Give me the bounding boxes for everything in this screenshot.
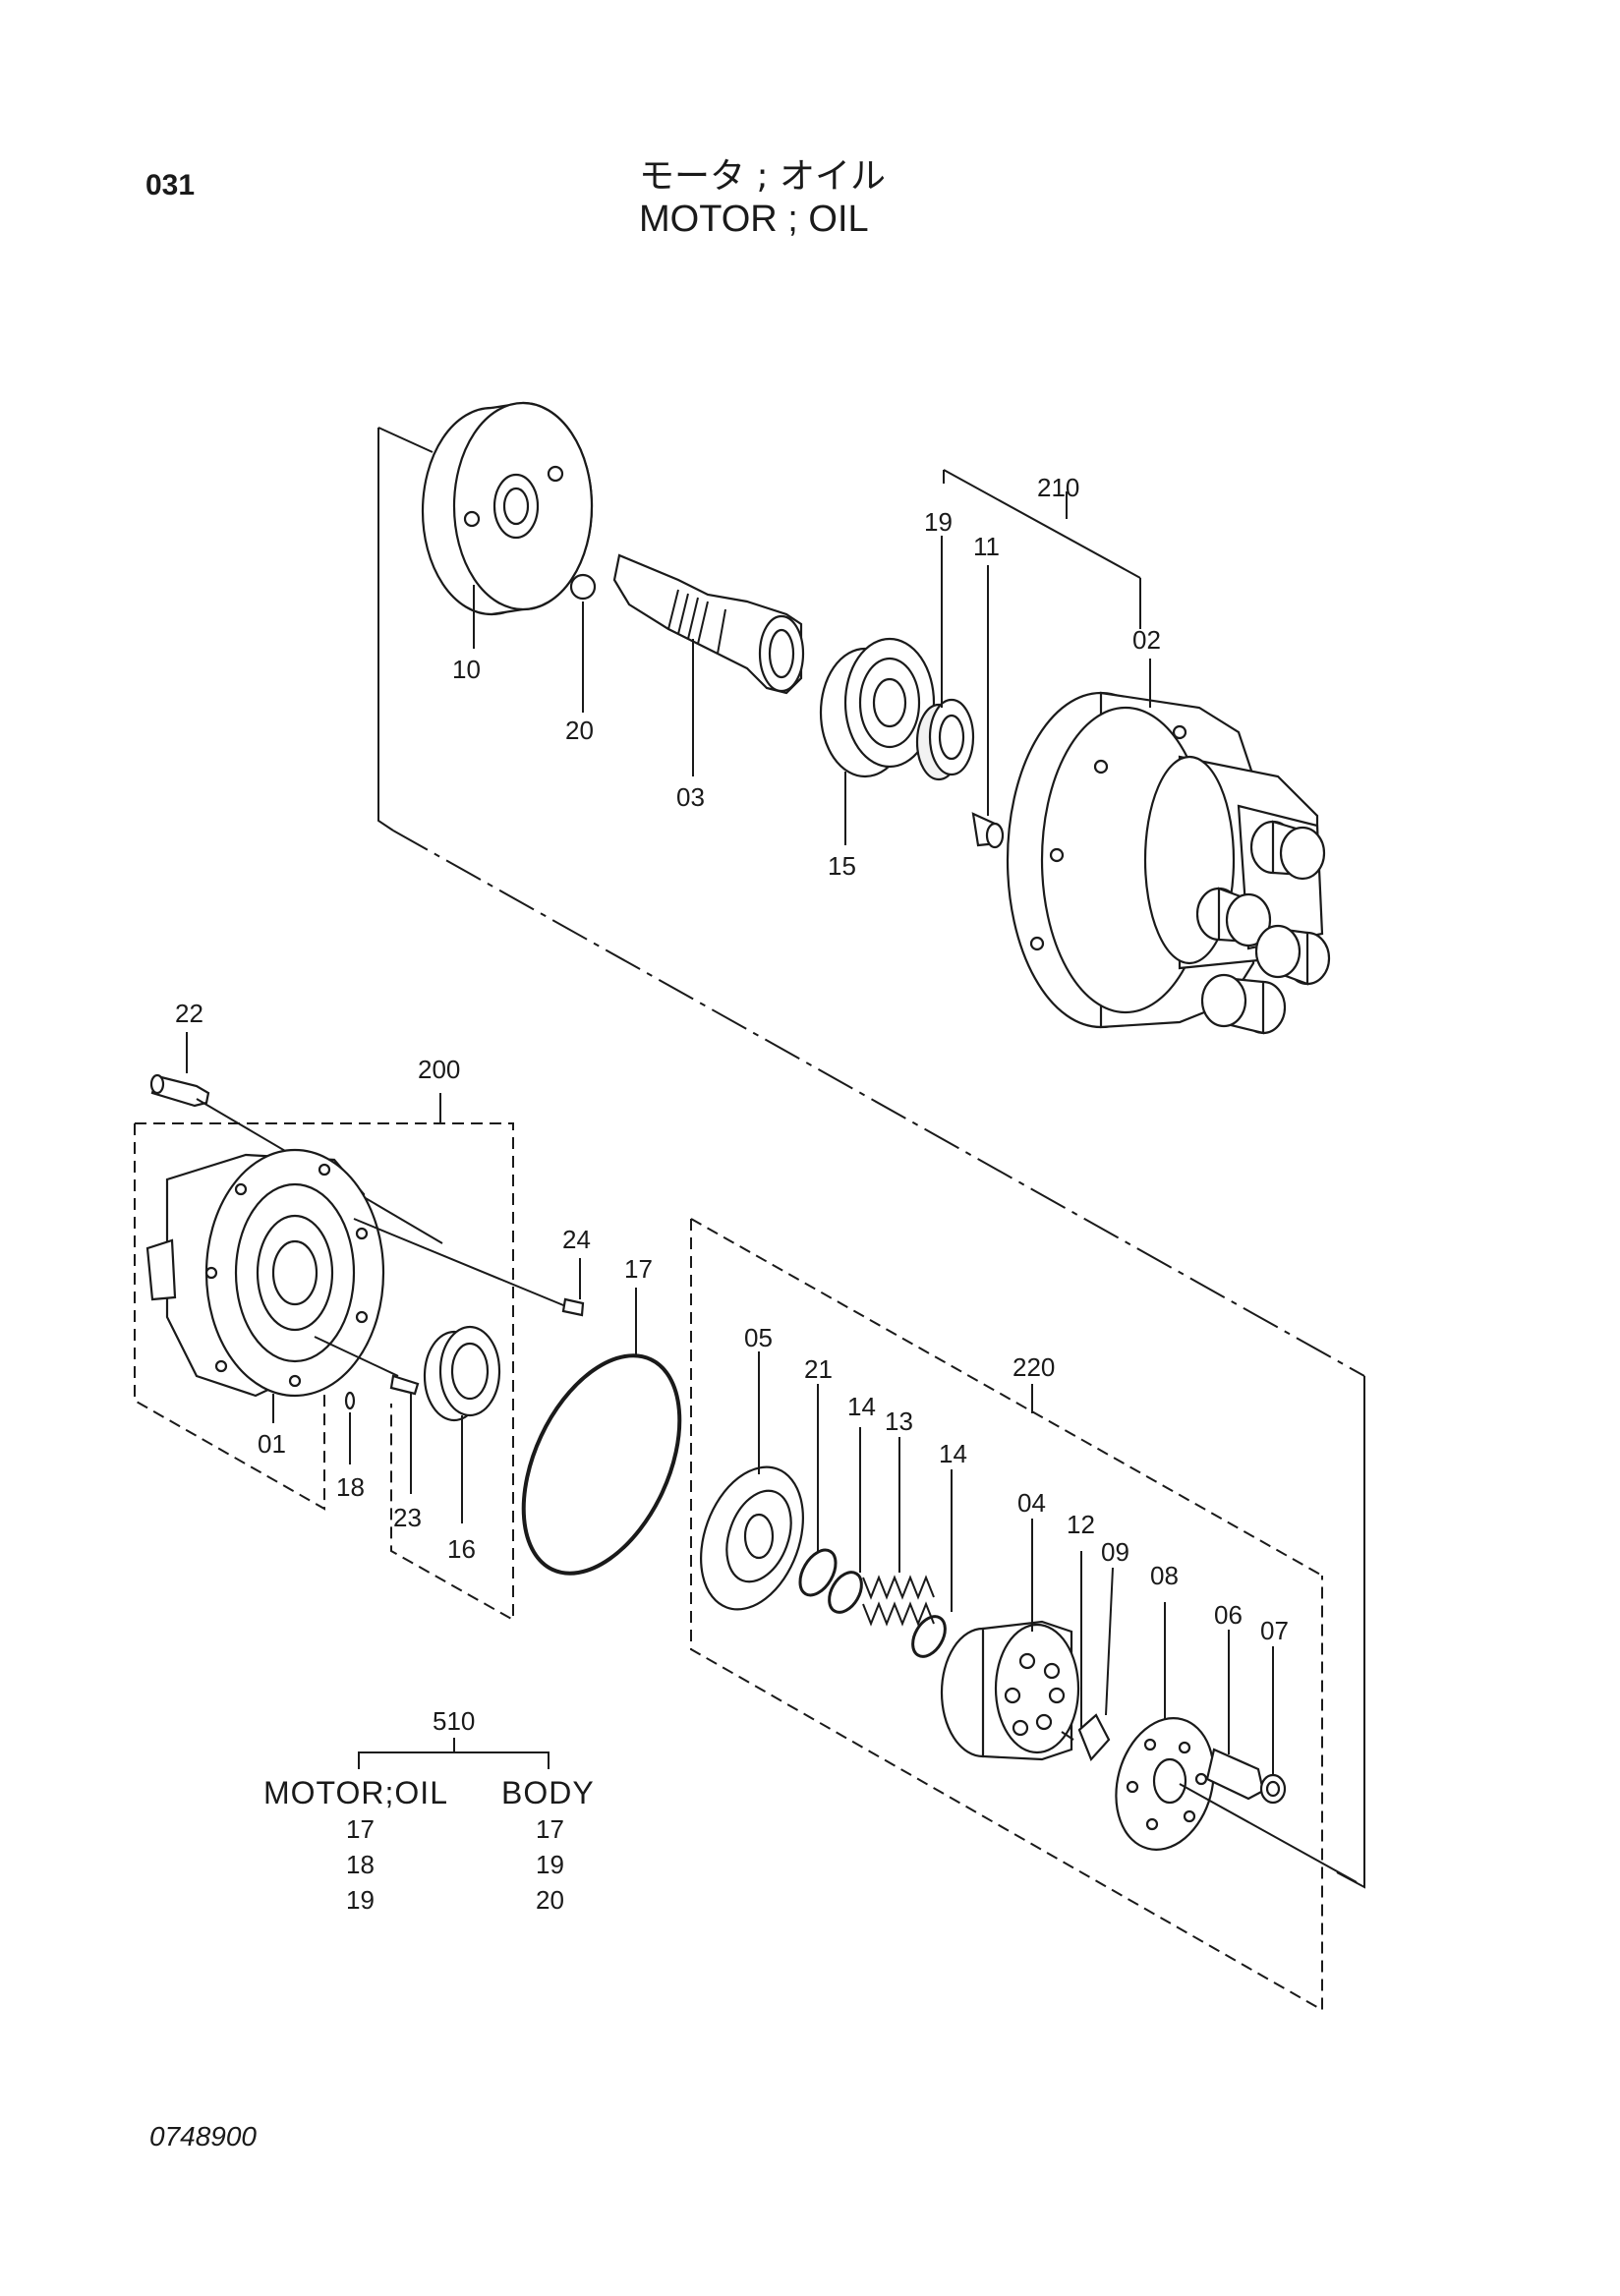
callout-22: 22 [175, 999, 203, 1028]
callout-06: 06 [1214, 1600, 1243, 1630]
callout-11: 11 [973, 532, 1000, 561]
callout-210: 210 [1037, 473, 1079, 502]
part-24-pin [561, 1258, 585, 1317]
part-04-cylinder-block [940, 1519, 1080, 1761]
callout-03: 03 [676, 782, 705, 812]
drawing-code: 0748900 [149, 2121, 258, 2152]
part-17-o-ring [521, 1288, 682, 1576]
part-20-ball [569, 573, 597, 713]
callout-200: 200 [418, 1055, 460, 1084]
kit-item: 17 [536, 1814, 564, 1844]
assembly-frame-lines [377, 427, 1365, 1889]
kit-column-header-body: BODY [501, 1775, 595, 1810]
callout-24: 24 [562, 1225, 591, 1254]
part-19-oil-seal [915, 536, 975, 781]
group-200-outline [134, 1093, 514, 1622]
callout-01: 01 [258, 1429, 286, 1459]
callout-21: 21 [804, 1354, 833, 1384]
callout-05: 05 [744, 1323, 773, 1352]
part-15-bearing [819, 637, 936, 845]
part-12-pin [1061, 1551, 1082, 1741]
callout-20: 20 [565, 716, 594, 745]
part-03-shaft [612, 553, 805, 776]
kit-number: 510 [433, 1706, 475, 1736]
page-number: 031 [145, 169, 196, 201]
callout-19: 19 [924, 507, 953, 537]
part-07-shoe [1259, 1646, 1287, 1805]
callout-15: 15 [828, 851, 856, 881]
callout-13: 13 [885, 1406, 913, 1436]
part-23-pin [389, 1374, 420, 1494]
part-05-valve-plate [700, 1351, 804, 1611]
kit-item: 19 [536, 1850, 564, 1879]
part-10-thrust-plate [421, 401, 594, 649]
callout-04: 04 [1017, 1488, 1046, 1518]
kit-item: 20 [536, 1885, 564, 1915]
kit-item: 17 [346, 1814, 375, 1844]
part-11-plug [971, 565, 1005, 849]
part-02-housing [1006, 659, 1331, 1035]
part-08-retainer-plate [1115, 1602, 1215, 1851]
callout-07: 07 [1260, 1616, 1289, 1645]
kit-item: 18 [346, 1850, 375, 1879]
part-06-piston [1179, 1630, 1358, 1883]
part-14-washer-b [911, 1469, 953, 1658]
group-220-outline [690, 1218, 1323, 2012]
kit-item: 19 [346, 1885, 375, 1915]
part-14-washer-a [828, 1427, 863, 1614]
part-09-ball-guide [1077, 1567, 1114, 1762]
callout-14: 14 [847, 1392, 876, 1421]
callout-12: 12 [1067, 1510, 1095, 1539]
callout-14: 14 [939, 1439, 967, 1468]
callout-09: 09 [1101, 1537, 1129, 1567]
callout-17: 17 [624, 1254, 653, 1284]
part-13-spring [862, 1437, 935, 1627]
callout-16: 16 [447, 1534, 476, 1564]
callout-23: 23 [393, 1503, 422, 1532]
kit-table: 510 MOTOR;OIL BODY 17 18 19 17 19 20 [263, 1706, 595, 1915]
callout-220: 220 [1012, 1352, 1055, 1382]
part-16-bearing [423, 1325, 501, 1523]
page-title-english: MOTOR ; OIL [639, 199, 869, 240]
part-01-valve-cover [145, 1148, 569, 1423]
page-title-japanese: モータ ; オイル [639, 156, 887, 197]
kit-column-header-motor-oil: MOTOR;OIL [263, 1775, 448, 1810]
part-18-o-ring [344, 1391, 356, 1464]
callout-02: 02 [1132, 625, 1161, 655]
callout-18: 18 [336, 1472, 365, 1502]
callout-labels: 10 20 03 15 19 11 210 02 22 200 24 17 01… [175, 473, 1289, 1645]
callout-10: 10 [452, 655, 481, 684]
part-21-snap-ring [798, 1384, 838, 1597]
callout-08: 08 [1150, 1561, 1179, 1590]
